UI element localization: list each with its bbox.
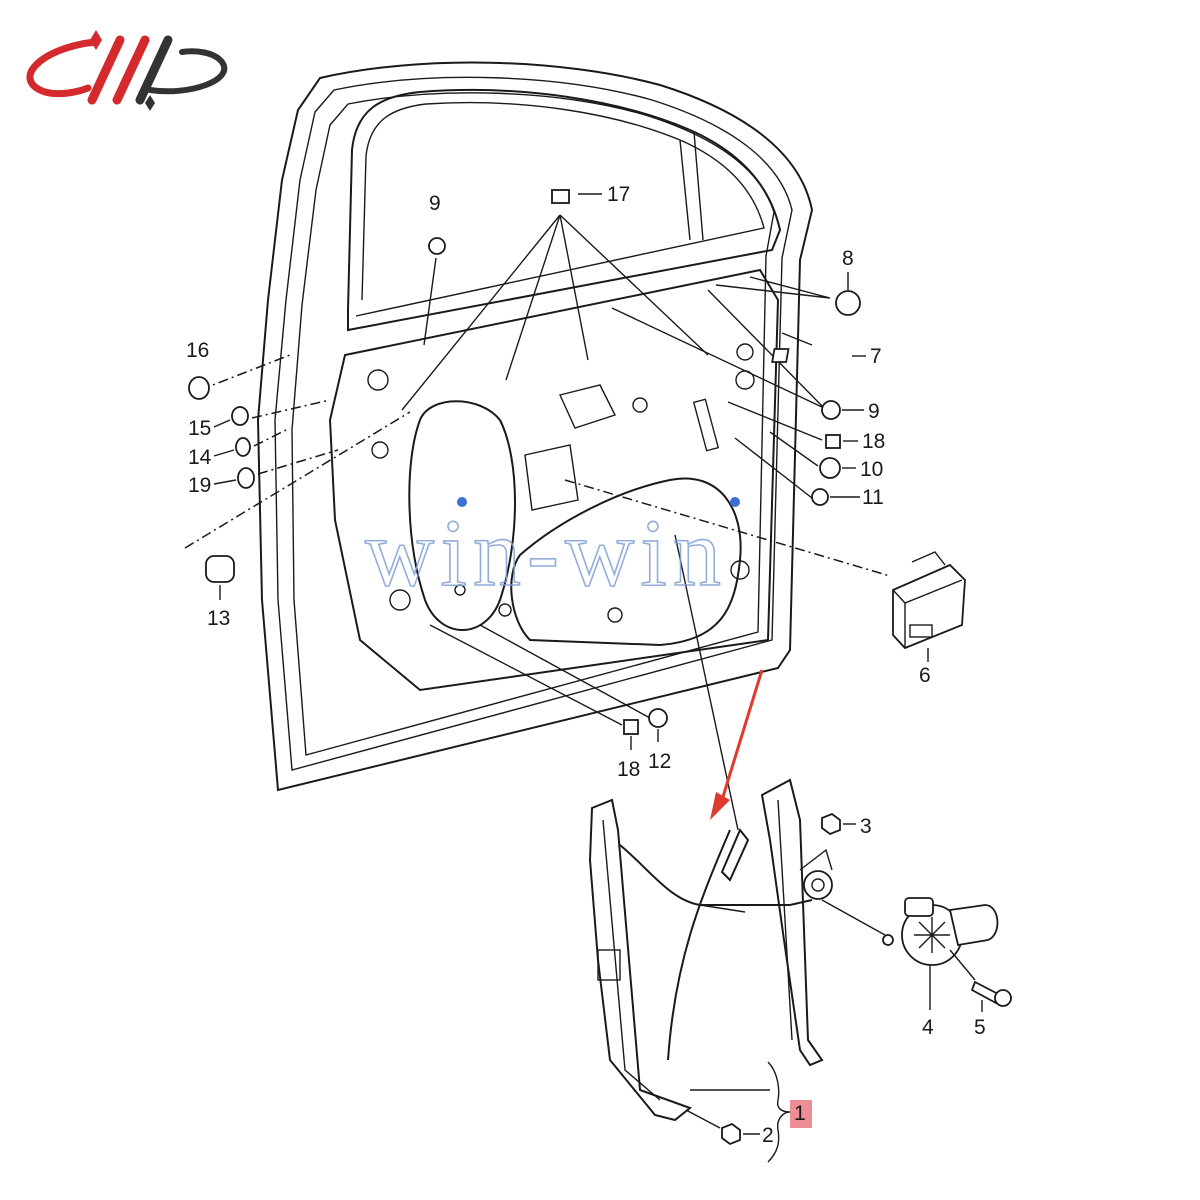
clip-18-bottom <box>623 719 639 735</box>
grommet-9-top <box>428 237 446 255</box>
grommet-9-right <box>821 400 841 420</box>
plug-12 <box>648 708 668 728</box>
motor-4 <box>882 897 999 1010</box>
callout-11: 11 <box>862 486 884 509</box>
plug-8 <box>835 290 861 316</box>
red-arrow <box>710 669 764 820</box>
callout-13: 13 <box>207 607 230 630</box>
small-parts <box>188 189 966 735</box>
callout-18-bottom: 18 <box>617 758 640 781</box>
seal-7 <box>771 348 790 363</box>
grommet-19 <box>237 467 255 489</box>
callout-labels: 17 9 8 7 9 18 10 11 16 15 14 19 13 6 18 … <box>186 183 986 1147</box>
callout-6: 6 <box>919 664 931 687</box>
callout-8: 8 <box>842 247 854 270</box>
screw-5 <box>949 949 1012 1012</box>
plug-10 <box>819 457 841 479</box>
callout-5: 5 <box>974 1016 986 1039</box>
clip-17 <box>551 189 570 204</box>
clip-18-right <box>825 434 841 449</box>
callout-1: 1 <box>794 1102 806 1125</box>
brand-logo <box>26 30 228 111</box>
callout-19: 19 <box>188 474 211 497</box>
plug-15 <box>231 406 249 426</box>
callout-16: 16 <box>186 339 209 362</box>
callout-9-top: 9 <box>429 192 441 215</box>
callout-18-right: 18 <box>862 430 885 453</box>
nut-2 <box>721 1122 741 1146</box>
control-unit-6 <box>892 551 966 650</box>
door-leader-lines <box>184 214 891 831</box>
callout-3: 3 <box>860 815 872 838</box>
callout-17: 17 <box>607 183 630 206</box>
window-regulator <box>588 778 1012 1163</box>
callout-12: 12 <box>648 750 671 773</box>
plug-14 <box>235 437 251 457</box>
callout-1-highlight <box>790 1100 812 1128</box>
door-shell <box>256 61 814 792</box>
callout-4: 4 <box>922 1016 934 1039</box>
callout-14: 14 <box>188 446 212 469</box>
callout-10: 10 <box>860 458 883 481</box>
callout-15: 15 <box>188 417 211 440</box>
cover-13 <box>205 555 235 583</box>
callout-9-right: 9 <box>868 400 880 423</box>
callout-2: 2 <box>762 1124 774 1147</box>
nut-3 <box>821 812 841 836</box>
plug-11 <box>811 488 829 506</box>
plug-16 <box>188 376 210 400</box>
callout-7: 7 <box>870 345 882 368</box>
watermark-text: win-win <box>365 499 727 606</box>
